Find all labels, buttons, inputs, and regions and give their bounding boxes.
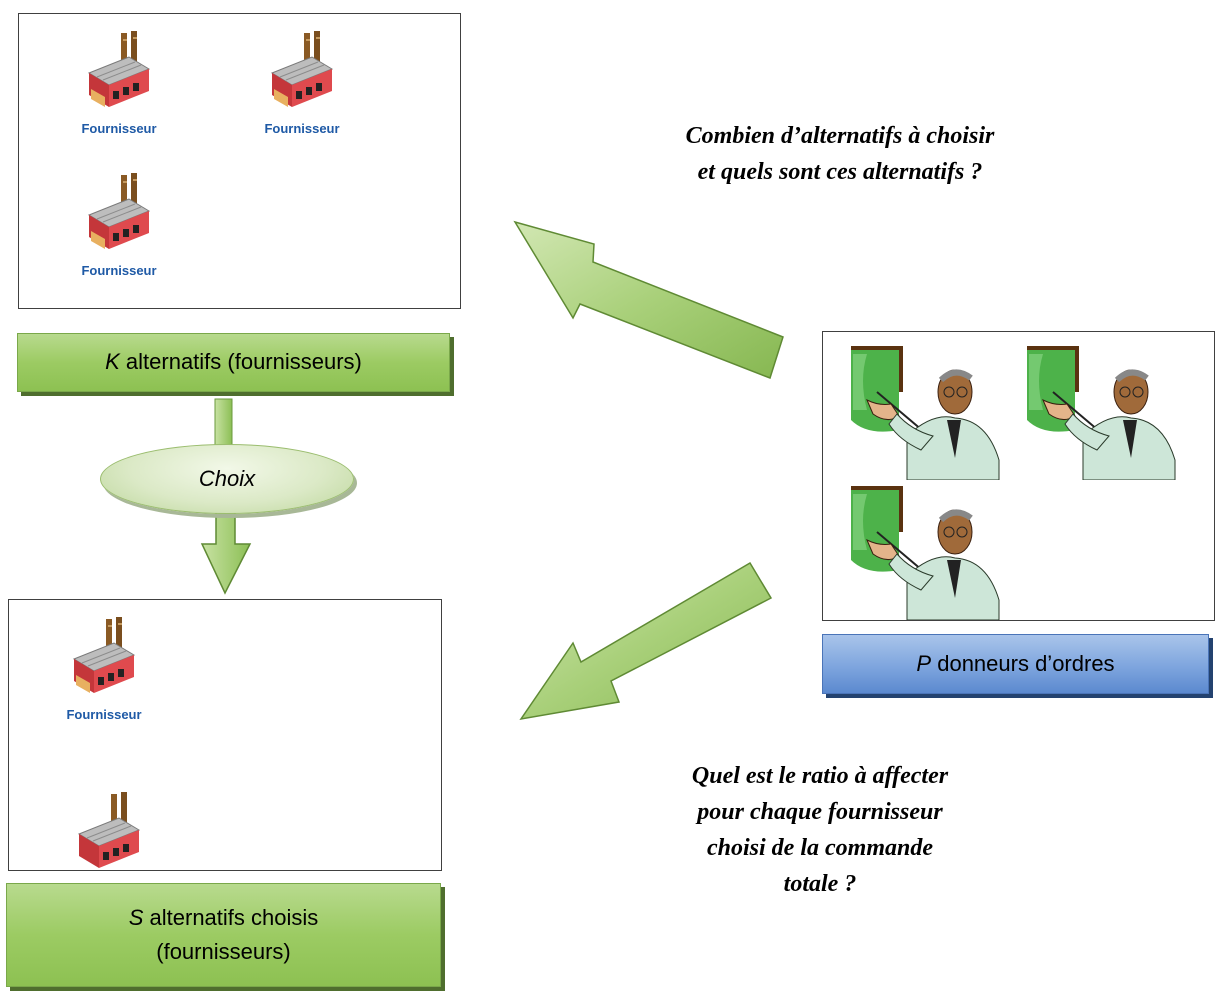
factory-item: Fournisseur bbox=[64, 29, 174, 136]
factory-item: Fournisseur bbox=[49, 615, 159, 722]
factory-item: Fournisseur bbox=[247, 29, 357, 136]
s-label-line1: alternatifs choisis bbox=[143, 904, 319, 930]
factory-icon bbox=[270, 31, 334, 107]
s-alternatives-label: S alternatifs choisis (fournisseurs) bbox=[6, 883, 441, 987]
presenter-icon bbox=[851, 486, 1000, 620]
question-bottom-line: pour chaque fournisseur bbox=[697, 799, 943, 825]
arrow-to-top-box bbox=[513, 220, 784, 379]
presenter-icon bbox=[851, 346, 1000, 480]
s-label-line2: (fournisseurs) bbox=[156, 939, 291, 964]
chosen-suppliers-box: Fournisseur bbox=[8, 599, 442, 871]
k-alternatives-label: K alternatifs (fournisseurs) bbox=[17, 333, 450, 392]
choix-ellipse: Choix bbox=[100, 444, 354, 514]
factory-item-partial bbox=[69, 790, 149, 870]
s-variable: S bbox=[128, 904, 144, 930]
decision-makers-box bbox=[822, 331, 1215, 621]
question-top-line: Combien d’alternatifs à choisir bbox=[685, 123, 995, 149]
factory-icon bbox=[87, 173, 151, 249]
choix-label: Choix bbox=[198, 466, 256, 491]
p-label-text: donneurs d’ordres bbox=[931, 651, 1115, 676]
question-bottom: Quel est le ratio à affecter pour chaque… bbox=[640, 758, 1000, 902]
presenter-icon bbox=[1027, 346, 1176, 480]
p-variable: P bbox=[916, 651, 932, 676]
question-top: Combien d’alternatifs à choisir et quels… bbox=[600, 118, 1080, 190]
factory-label: Fournisseur bbox=[81, 263, 157, 278]
factory-label: Fournisseur bbox=[264, 121, 340, 136]
question-bottom-line: totale ? bbox=[783, 871, 857, 897]
question-bottom-line: Quel est le ratio à affecter bbox=[691, 763, 949, 789]
arrow-shaft-upper bbox=[214, 398, 233, 447]
question-bottom-line: choisi de la commande bbox=[707, 835, 933, 861]
top-suppliers-box: Fournisseur Fournisseur bbox=[18, 13, 461, 309]
k-label-text: alternatifs (fournisseurs) bbox=[119, 349, 362, 375]
k-variable: K bbox=[105, 349, 120, 375]
arrow-to-bottom-box bbox=[519, 561, 773, 721]
factory-item: Fournisseur bbox=[64, 171, 174, 278]
factory-icon bbox=[77, 792, 141, 868]
p-decision-makers-label: P donneurs d’ordres bbox=[822, 634, 1209, 694]
factory-label: Fournisseur bbox=[66, 707, 142, 722]
factory-icon bbox=[72, 617, 136, 693]
arrow-choix-to-bottom bbox=[200, 510, 252, 595]
factory-icon bbox=[87, 31, 151, 107]
question-top-line: et quels sont ces alternatifs ? bbox=[697, 159, 983, 185]
factory-label: Fournisseur bbox=[81, 121, 157, 136]
